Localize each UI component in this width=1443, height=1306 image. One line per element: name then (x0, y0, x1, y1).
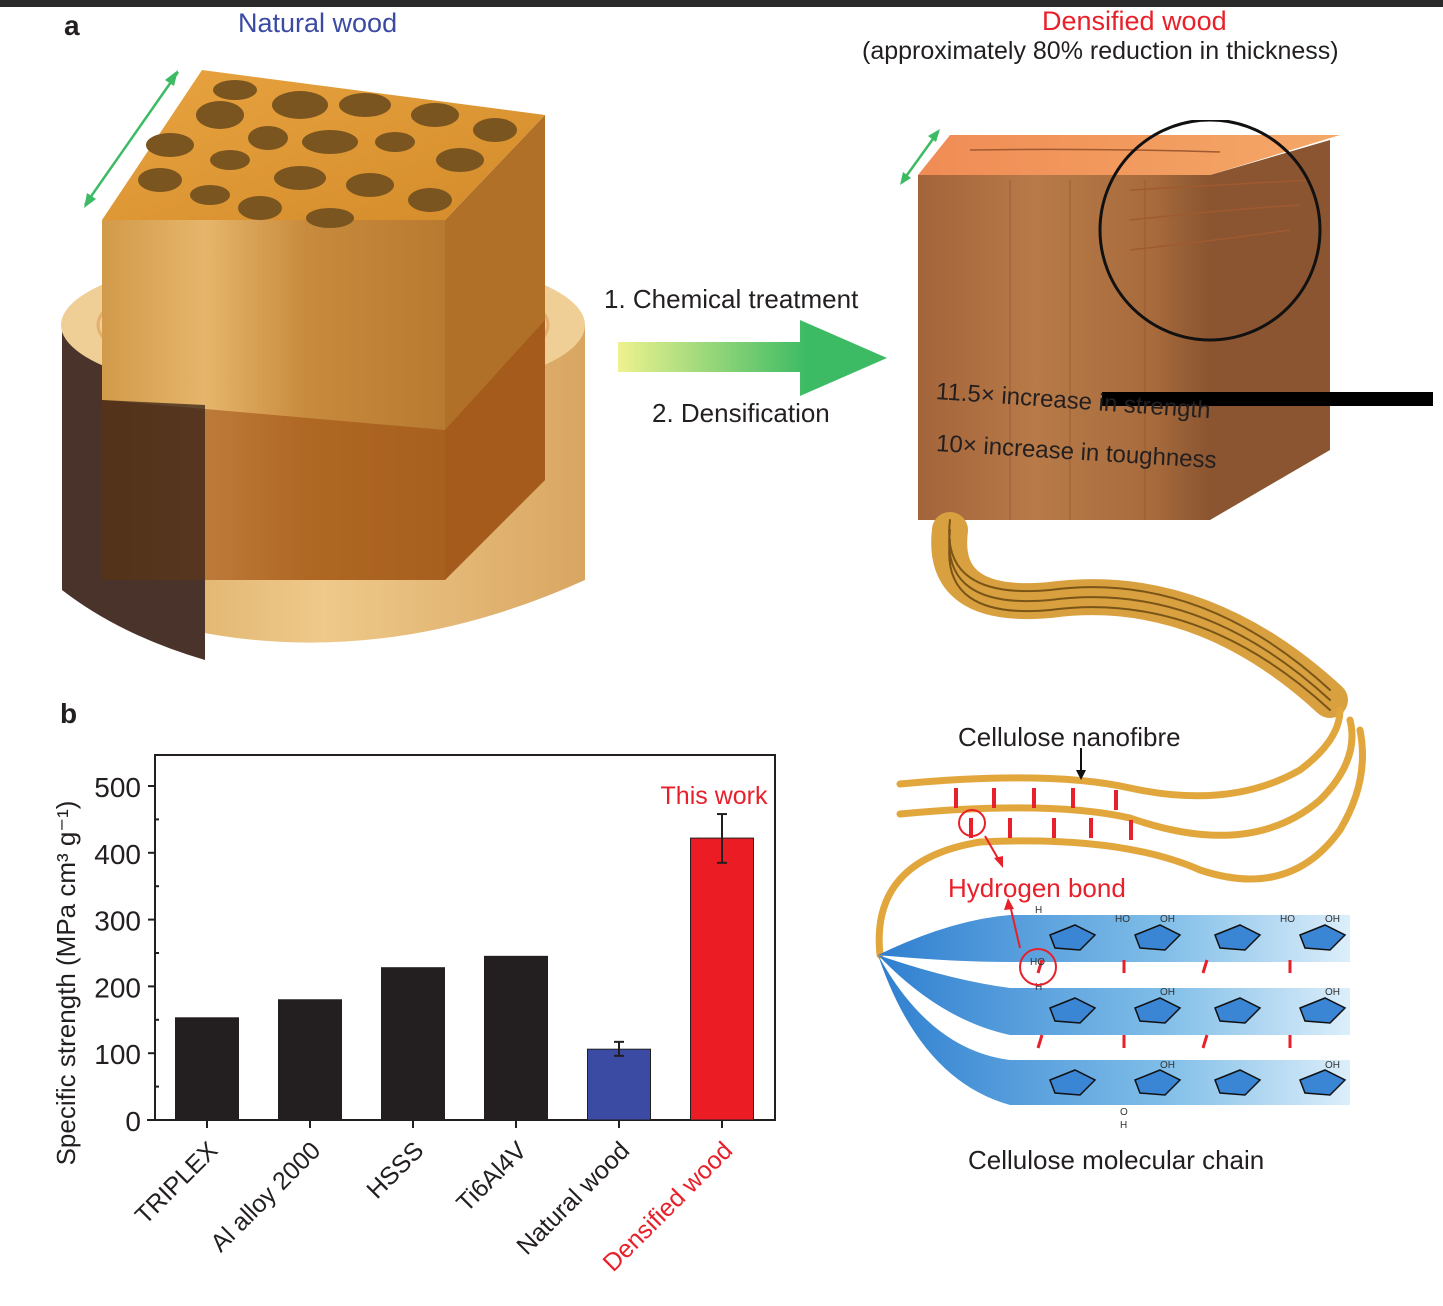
svg-text:OH: OH (1160, 987, 1175, 998)
molecule-atom-labels: H HO H OH OH OH OH OH OH HO HO O H (1030, 905, 1340, 1131)
bar-hsss (381, 967, 445, 1121)
y-tick-label: 300 (94, 906, 141, 937)
magnifier-circle (1098, 120, 1322, 342)
svg-text:HO: HO (1280, 914, 1295, 925)
panel-a-letter: a (64, 10, 80, 41)
hydrogen-bond-lines (1036, 959, 1292, 1049)
process-step-2: 2. Densification (652, 398, 830, 428)
bar-al-alloy-2000 (278, 999, 342, 1121)
svg-text:HO: HO (1115, 914, 1130, 925)
svg-text:OH: OH (1160, 914, 1175, 925)
nanofibre-diagram: H HO H OH OH OH OH OH OH HO HO O H (875, 706, 1366, 1131)
hydrogen-bond-label: Hydrogen bond (948, 873, 1126, 903)
chart-y-axis-label: Specific strength (MPa cm³ g⁻¹) (51, 801, 81, 1166)
natural-wood-illustration (61, 70, 585, 660)
svg-text:OH: OH (1325, 1060, 1340, 1071)
panel-b-letter: b (60, 698, 78, 729)
svg-text:H: H (1035, 905, 1042, 916)
x-tick-label: HSSS (361, 1136, 429, 1204)
y-tick-label: 100 (94, 1039, 141, 1070)
densified-wood-subtitle: (approximately 80% reduction in thicknes… (862, 37, 1339, 65)
top-border (0, 0, 1443, 7)
hbond-highlight-circle (958, 809, 986, 837)
cellulose-ribbons (878, 915, 1350, 1105)
y-tick-label: 0 (125, 1106, 141, 1137)
densified-wood-illustration (900, 120, 1433, 718)
bar-triplex (175, 1017, 239, 1121)
molecular-chain-label: Cellulose molecular chain (968, 1145, 1265, 1175)
wood-block (102, 70, 545, 580)
process-step-1: 1. Chemical treatment (604, 284, 859, 314)
this-work-annotation: This work (661, 782, 768, 810)
nanofibre-strands (875, 706, 1366, 959)
hydrogen-bond-dots (954, 788, 1133, 840)
x-tick-label: TRIPLEX (130, 1136, 224, 1230)
process-arrow-icon (618, 320, 887, 396)
svg-text:OH: OH (1160, 1060, 1175, 1071)
wood-pores (138, 80, 517, 228)
bar-natural-wood (587, 1048, 651, 1121)
natural-wood-title: Natural wood (238, 8, 398, 38)
y-tick-label: 200 (94, 972, 141, 1003)
densified-wood-title: Densified wood (1042, 6, 1227, 36)
svg-text:OH: OH (1325, 914, 1340, 925)
bar-ti6al4v (484, 955, 548, 1121)
svg-text:H: H (1035, 982, 1042, 993)
bar-densified-wood (690, 837, 754, 1121)
nanofibre-label: Cellulose nanofibre (958, 722, 1181, 752)
thickness-arrow-icon (83, 70, 180, 208)
y-tick-label: 400 (94, 839, 141, 870)
svg-text:O: O (1120, 1107, 1128, 1118)
svg-text:HO: HO (1030, 957, 1045, 968)
y-tick-label: 500 (94, 772, 141, 803)
x-tick-label: Ti6Al4V (451, 1136, 532, 1217)
thickness-arrow-icon (900, 129, 940, 185)
densified-block (918, 135, 1340, 520)
x-tick-label: Al alloy 2000 (205, 1136, 326, 1257)
svg-text:OH: OH (1325, 987, 1340, 998)
svg-text:H: H (1120, 1120, 1127, 1131)
hbond-molecule-highlight-circle (1019, 948, 1057, 986)
fibre-bundle (931, 512, 1348, 718)
magnifier-bar (1102, 392, 1433, 406)
glucose-rings (1049, 924, 1347, 1096)
hbond-molecule-pointer-arrow-icon (1009, 904, 1021, 949)
